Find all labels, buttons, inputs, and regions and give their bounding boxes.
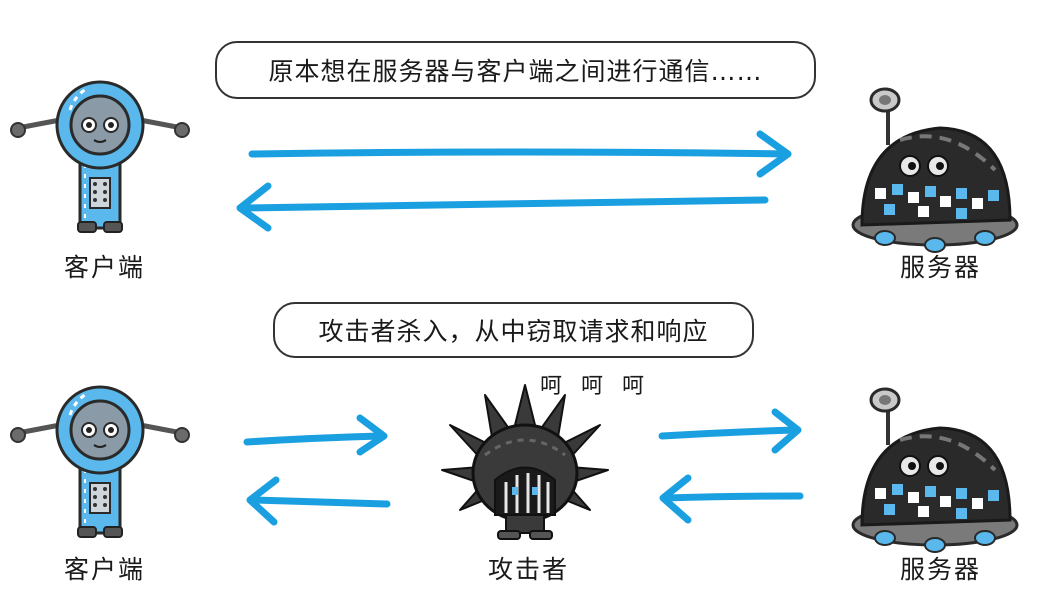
attacker-laugh: 呵 呵 呵 — [540, 374, 650, 399]
top-speech-bubble: 原本想在服务器与客户端之间进行通信…… — [215, 41, 816, 99]
bottom-client-label: 客户端 — [64, 555, 146, 584]
bottom-server-label: 服务器 — [900, 555, 982, 584]
bottom-bubble-text: 攻击者杀入，从中窃取请求和响应 — [318, 317, 709, 346]
top-server-label: 服务器 — [900, 253, 982, 282]
attacker-label: 攻击者 — [488, 555, 570, 584]
client-to-attacker-arrow — [243, 414, 388, 456]
top-arrows — [236, 130, 792, 232]
response-arrow-left — [236, 182, 769, 232]
server-robot-icon — [851, 387, 1019, 554]
bottom-speech-bubble: 攻击者杀入，从中窃取请求和响应 — [273, 302, 754, 358]
top-client-label: 客户端 — [64, 253, 146, 282]
attacker-to-client-arrow — [246, 476, 391, 526]
attacker-to-server-arrow — [658, 408, 802, 454]
request-arrow-right — [248, 130, 792, 178]
server-to-attacker-arrow — [659, 474, 804, 524]
attacker-icon — [441, 384, 609, 540]
top-bubble-text: 原本想在服务器与客户端之间进行通信…… — [268, 57, 763, 86]
